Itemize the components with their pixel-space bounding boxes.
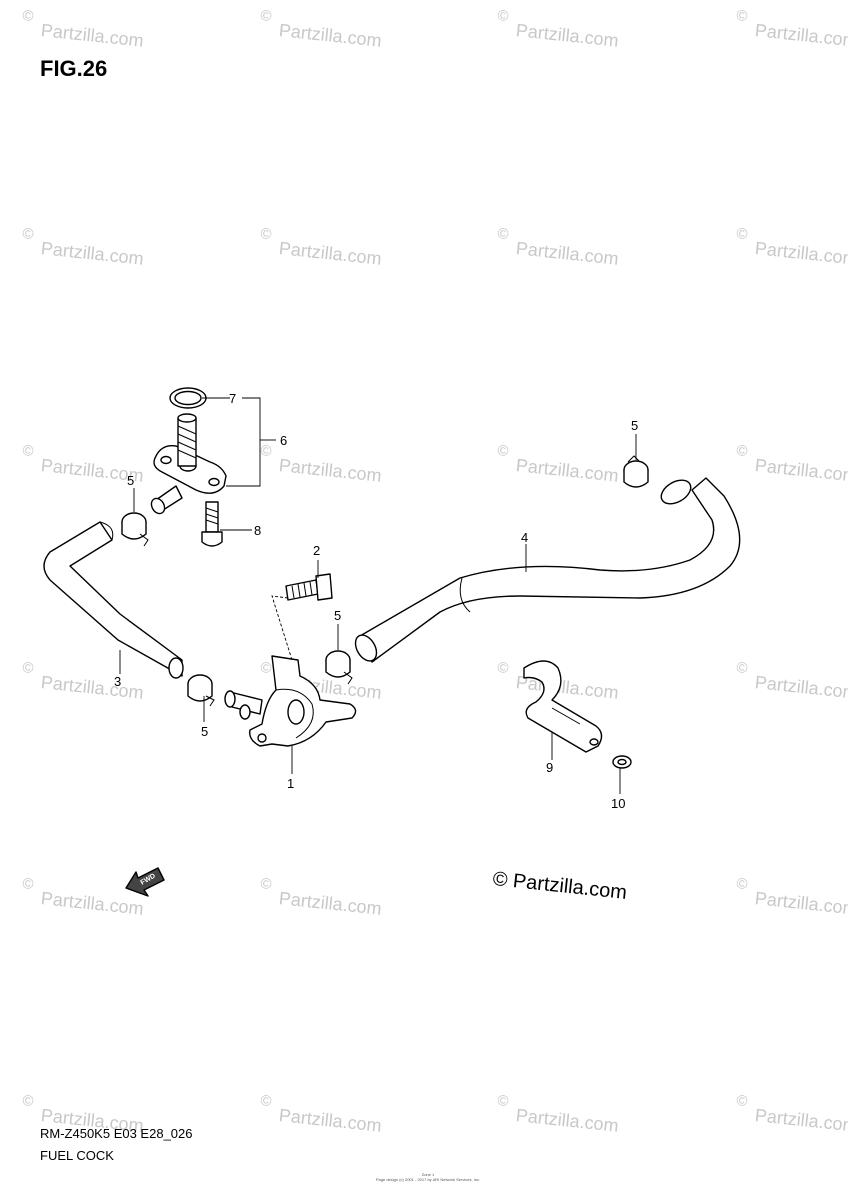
svg-text:©: © bbox=[260, 875, 273, 893]
callout-9[interactable]: 9 bbox=[546, 760, 553, 775]
watermark: © Partzilla.com bbox=[22, 875, 145, 919]
svg-text:©: © bbox=[497, 442, 510, 460]
callout-6[interactable]: 6 bbox=[280, 433, 287, 448]
svg-text:©: © bbox=[22, 7, 35, 25]
watermark: © Partzilla.com bbox=[22, 7, 145, 51]
svg-text:Partzilla.com: Partzilla.com bbox=[40, 672, 145, 703]
watermark: © Partzilla.com bbox=[260, 875, 383, 919]
callout-5-lower-left[interactable]: 5 bbox=[201, 724, 208, 739]
watermark: © Partzilla.com bbox=[736, 7, 848, 51]
part-3-hose[interactable] bbox=[43, 521, 184, 679]
watermark: © Partzilla.com bbox=[260, 442, 383, 486]
part-5-clamp-lower-left[interactable] bbox=[187, 674, 215, 707]
callout-5-top-right[interactable]: 5 bbox=[631, 418, 638, 433]
svg-text:©: © bbox=[736, 442, 749, 460]
figure-title: FIG.26 bbox=[40, 56, 108, 81]
svg-text:Partzilla.com: Partzilla.com bbox=[515, 20, 620, 51]
callout-5-middle[interactable]: 5 bbox=[334, 608, 341, 623]
part-4-hose[interactable] bbox=[351, 475, 741, 664]
watermark: © Partzilla.com bbox=[736, 1092, 848, 1136]
watermark: © Partzilla.com bbox=[736, 225, 848, 269]
watermark: © Partzilla.com bbox=[497, 7, 620, 51]
svg-text:Partzilla.com: Partzilla.com bbox=[754, 238, 848, 269]
svg-text:©: © bbox=[22, 442, 35, 460]
svg-text:©: © bbox=[497, 659, 510, 677]
svg-text:©: © bbox=[736, 659, 749, 677]
svg-text:©: © bbox=[497, 7, 510, 25]
part-5-clamp-middle[interactable] bbox=[325, 650, 353, 685]
svg-text:Partzilla.com: Partzilla.com bbox=[754, 672, 848, 703]
part-8-bolt[interactable] bbox=[201, 501, 223, 547]
svg-text:Partzilla.com: Partzilla.com bbox=[40, 238, 145, 269]
watermark: © Partzilla.com bbox=[260, 7, 383, 51]
watermark: © Partzilla.com bbox=[736, 442, 848, 486]
svg-text:Partzilla.com: Partzilla.com bbox=[515, 455, 620, 486]
svg-text:Partzilla.com: Partzilla.com bbox=[754, 1105, 848, 1136]
part-6-fuel-cock-assembly[interactable] bbox=[149, 413, 227, 516]
svg-text:Partzilla.com: Partzilla.com bbox=[278, 1105, 383, 1136]
svg-text:Partzilla.com: Partzilla.com bbox=[515, 1105, 620, 1136]
part-7-o-ring[interactable] bbox=[169, 387, 207, 409]
callouts: 7 6 8 5 5 4 2 5 3 5 1 9 10 bbox=[114, 391, 638, 811]
svg-text:©: © bbox=[22, 225, 35, 243]
model-code: RM-Z450K5 E03 E28_026 bbox=[40, 1126, 193, 1141]
svg-text:©: © bbox=[260, 1092, 273, 1110]
svg-text:Partzilla.com: Partzilla.com bbox=[278, 455, 383, 486]
part-2-screw[interactable] bbox=[285, 573, 333, 601]
figure-name: FUEL COCK bbox=[40, 1148, 114, 1163]
footer-line-2: Page design (c) 2001 - 2017 by ARI Netwo… bbox=[375, 1177, 481, 1182]
svg-text:Partzilla.com: Partzilla.com bbox=[278, 238, 383, 269]
svg-text:©: © bbox=[260, 659, 273, 677]
svg-text:©: © bbox=[497, 1092, 510, 1110]
callout-5-upper-left[interactable]: 5 bbox=[127, 473, 134, 488]
footer-line-1: Zone 1 bbox=[421, 1172, 435, 1177]
watermark: © Partzilla.com bbox=[497, 225, 620, 269]
callout-1[interactable]: 1 bbox=[287, 776, 294, 791]
part-1-fuel-cock[interactable] bbox=[224, 655, 357, 747]
svg-text:Partzilla.com: Partzilla.com bbox=[754, 455, 848, 486]
watermark: © Partzilla.com bbox=[22, 659, 145, 703]
svg-text:Partzilla.com: Partzilla.com bbox=[40, 888, 145, 919]
svg-text:Partzilla.com: Partzilla.com bbox=[278, 888, 383, 919]
svg-text:Partzilla.com: Partzilla.com bbox=[278, 20, 383, 51]
leader-lines bbox=[119, 397, 637, 794]
callout-10[interactable]: 10 bbox=[611, 796, 625, 811]
watermark: © Partzilla.com bbox=[22, 225, 145, 269]
svg-text:Partzilla.com: Partzilla.com bbox=[40, 20, 145, 51]
svg-text:©: © bbox=[260, 225, 273, 243]
part-5-clamp-upper-left[interactable] bbox=[121, 512, 149, 547]
svg-text:©: © bbox=[736, 875, 749, 893]
part-9-bracket[interactable] bbox=[523, 660, 603, 753]
svg-text:©: © bbox=[736, 1092, 749, 1110]
watermark: © Partzilla.com bbox=[497, 442, 620, 486]
svg-text:©: © bbox=[22, 659, 35, 677]
watermark: © Partzilla.com bbox=[260, 225, 383, 269]
svg-text:©: © bbox=[22, 875, 35, 893]
watermark: © Partzilla.com bbox=[736, 659, 848, 703]
part-5-clamp-top-right[interactable] bbox=[623, 455, 649, 488]
callout-4[interactable]: 4 bbox=[521, 530, 528, 545]
svg-text:Partzilla.com: Partzilla.com bbox=[754, 20, 848, 51]
watermark: © Partzilla.com bbox=[260, 1092, 383, 1136]
callout-2[interactable]: 2 bbox=[313, 543, 320, 558]
svg-text:©: © bbox=[260, 442, 273, 460]
svg-text:Partzilla.com: Partzilla.com bbox=[754, 888, 848, 919]
svg-text:©: © bbox=[260, 7, 273, 25]
callout-7[interactable]: 7 bbox=[229, 391, 236, 406]
svg-text:©: © bbox=[736, 7, 749, 25]
part-10-washer[interactable] bbox=[612, 755, 632, 769]
page-footer: Zone 1 Page design (c) 2001 - 2017 by AR… bbox=[368, 1172, 488, 1182]
watermark: © Partzilla.com bbox=[497, 1092, 620, 1136]
watermark: © Partzilla.com bbox=[736, 875, 848, 919]
fwd-arrow-icon: FWD bbox=[125, 867, 165, 897]
svg-text:©: © bbox=[22, 1092, 35, 1110]
callout-3[interactable]: 3 bbox=[114, 674, 121, 689]
svg-text:Partzilla.com: Partzilla.com bbox=[515, 238, 620, 269]
svg-text:©: © bbox=[736, 225, 749, 243]
callout-8[interactable]: 8 bbox=[254, 523, 261, 538]
svg-text:©: © bbox=[497, 225, 510, 243]
